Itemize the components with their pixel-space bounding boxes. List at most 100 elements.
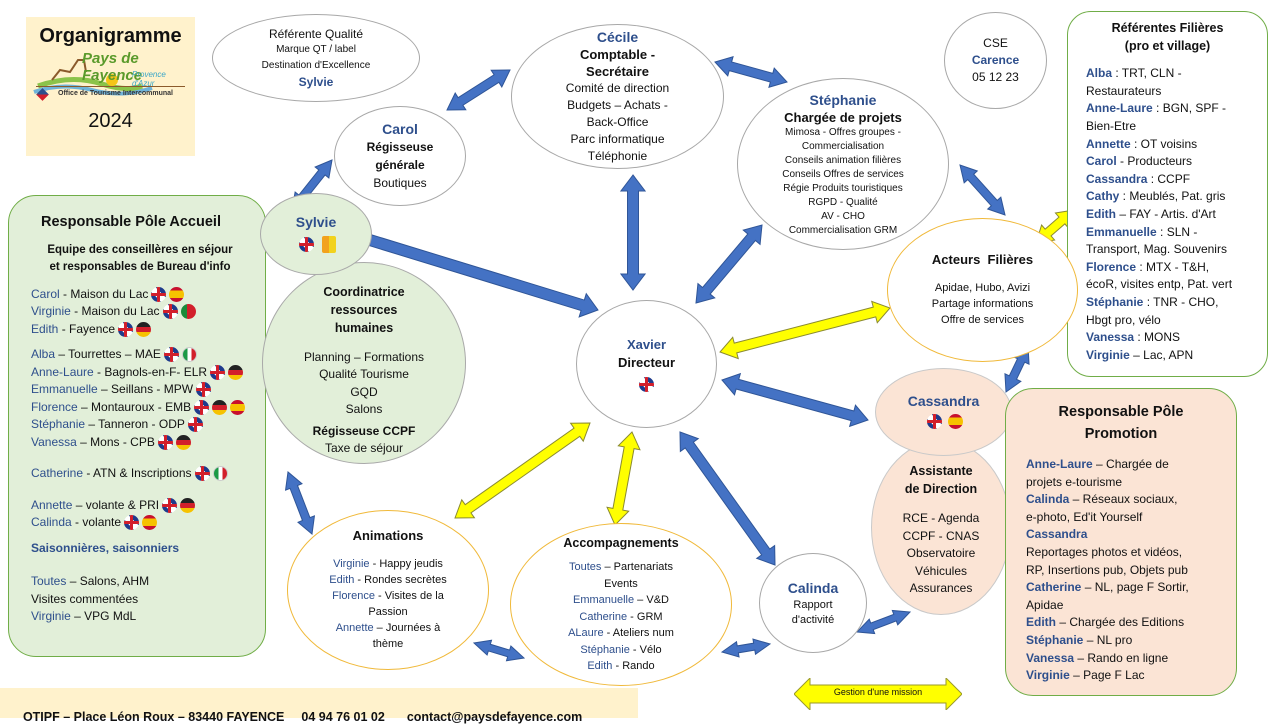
- list-item: Virginie - Happy jeudis: [329, 556, 446, 572]
- person-task: – FAY - Artis. d'Art: [1116, 206, 1216, 221]
- uk-flag-icon: [639, 376, 654, 392]
- referentes-filieres-panel: Référentes Filières (pro et village) Alb…: [1067, 11, 1268, 377]
- uk-flag-icon: [151, 286, 167, 302]
- person-name: Stéphanie: [31, 417, 86, 431]
- sylvie-role: Coordinatrice: [323, 284, 405, 299]
- person-name: Vanessa: [31, 434, 77, 449]
- stephanie-item: Commercialisation: [801, 140, 885, 152]
- person-name: Virginie: [333, 558, 370, 570]
- list-item: Virginie – Lac, APN: [1086, 347, 1267, 365]
- cse-bubble: CSE Carence 05 12 23: [944, 12, 1047, 109]
- stephanie-item: Conseils animation filières: [784, 154, 902, 166]
- stephanie-item: Conseils Offres de services: [782, 168, 904, 180]
- village-logo-icon: [33, 59, 153, 96]
- uk-flag-icon: [118, 321, 134, 337]
- referentes-subtitle: (pro et village): [1124, 38, 1211, 53]
- list-item: Cassandra: [1026, 526, 1236, 544]
- uk-flag-icon: [299, 237, 314, 253]
- person-task: – NL, page F Sortir,: [1081, 580, 1189, 595]
- list-item: Calinda - volante: [31, 514, 265, 532]
- logo-office: Office de Tourisme Intercommunal: [58, 90, 174, 97]
- arrow-accueil-animations: [284, 471, 316, 535]
- stephanie-item: Mimosa - Offres groupes -: [785, 126, 901, 138]
- list-item: Stéphanie – NL pro: [1026, 632, 1236, 650]
- person-name: Annette: [31, 497, 73, 512]
- person-name: Virginie: [31, 609, 71, 623]
- person-name: Alba: [1086, 66, 1113, 81]
- arrow-xavier-acteurs: [719, 300, 891, 360]
- cecile-name: Cécile: [596, 28, 639, 45]
- list-item: Vanessa – Mons - CPB: [31, 434, 265, 452]
- list-item-continuation: Restaurateurs: [1086, 83, 1162, 98]
- list-item: Anne-Laure : BGN, SPF -: [1086, 100, 1267, 118]
- accueil-virginie: Virginie – VPG MdL: [31, 608, 265, 626]
- list-item: Stéphanie : TNR - CHO,: [1086, 294, 1267, 312]
- person-task: : Meublés, Pat. gris: [1119, 189, 1226, 204]
- accueil-seasonal: Saisonnières, saisonniers: [31, 540, 180, 555]
- stephanie-role: Chargée de projets: [784, 109, 902, 125]
- legend-label: Gestion d'une mission: [833, 687, 923, 697]
- person-name: Cassandra: [1086, 171, 1148, 186]
- person-task: – Page F Lac: [1069, 668, 1145, 683]
- pole-promotion-panel: Responsable Pôle Promotion Anne-Laure – …: [1005, 388, 1237, 696]
- xavier-role: Directeur: [617, 354, 676, 370]
- person-name: Catherine: [1026, 580, 1082, 595]
- legend-mission: Gestion d'une mission: [794, 678, 962, 710]
- person-name: Calinda: [31, 515, 72, 529]
- germany-flag-icon: [228, 364, 244, 380]
- list-item-continuation: Reportages photos et vidéos,: [1026, 544, 1183, 559]
- person-task: : TRT, CLN -: [1112, 66, 1182, 81]
- person-task: - Vélo: [629, 643, 662, 656]
- accueil-subtitle: Equipe des conseillères en séjour: [47, 243, 233, 256]
- list-item: Edith – FAY - Artis. d'Art: [1086, 206, 1267, 224]
- list-item: Anne-Laure – Chargée de: [1026, 456, 1236, 474]
- uk-flag-icon: [194, 466, 210, 482]
- person-task: : BGN, SPF -: [1152, 101, 1227, 116]
- stephanie-item: Commercialisation GRM: [788, 224, 898, 236]
- footer-address: OTIPF – Place Léon Roux – 83440 FAYENCE: [22, 710, 285, 724]
- person-task: – Montauroux - EMB: [77, 399, 192, 414]
- arrow-accompagnements-calinda: [720, 638, 772, 658]
- cecile-item: Comité de direction: [565, 80, 670, 95]
- uk-flag-icon: [210, 364, 226, 380]
- person-name: Stéphanie: [580, 643, 630, 656]
- acteurs-item: Partage informations: [931, 298, 1034, 310]
- list-item-continuation: Apidae: [1026, 597, 1064, 612]
- spain-flag-icon: [230, 399, 246, 415]
- person-name: Cassandra: [1026, 527, 1088, 542]
- person-name: Carol: [31, 286, 60, 301]
- person-name: Edith: [1086, 206, 1116, 221]
- person-task: : OT voisins: [1130, 136, 1198, 151]
- list-item: Cassandra : CCPF: [1086, 171, 1267, 189]
- carol-name: Carol: [382, 121, 418, 137]
- uk-flag-icon: [157, 434, 173, 450]
- cecile-item: Back-Office: [586, 114, 649, 129]
- carol-bubble: Carol Régisseuse générale Boutiques: [334, 106, 466, 206]
- sylvie-name: Sylvie: [295, 214, 337, 230]
- spain-flag-icon: [948, 414, 963, 430]
- xavier-directeur-bubble: Xavier Directeur: [576, 300, 717, 428]
- person-name: Anne-Laure: [1026, 457, 1093, 471]
- person-task: thème: [372, 638, 404, 650]
- list-item: Anne-Laure - Bagnols-en-F- ELR: [31, 364, 265, 382]
- list-item: Catherine - GRM: [568, 609, 674, 626]
- arrow-animations-accompagnements: [472, 639, 526, 662]
- arrow-xavier-animations: [454, 422, 591, 519]
- list-item: Stéphanie - Vélo: [568, 642, 674, 659]
- arrow-xavier-accompagnements: [606, 431, 641, 526]
- carol-role: Régisseuse: [366, 140, 434, 154]
- person-task: - Happy jeudis: [369, 558, 443, 570]
- cassandra-name-bubble: Cassandra: [875, 368, 1012, 456]
- person-task: : SLN -: [1156, 224, 1198, 239]
- person-task: - Fayence: [58, 321, 116, 336]
- page-title: Organigramme: [39, 25, 182, 47]
- footer-email[interactable]: contact@paysdefayence.com: [406, 710, 583, 724]
- qualite-person: Sylvie: [298, 75, 334, 89]
- person-name: Emmanuelle: [572, 594, 635, 606]
- list-item: Carol - Maison du Lac: [31, 286, 265, 304]
- person-task: – Journées à: [373, 622, 441, 634]
